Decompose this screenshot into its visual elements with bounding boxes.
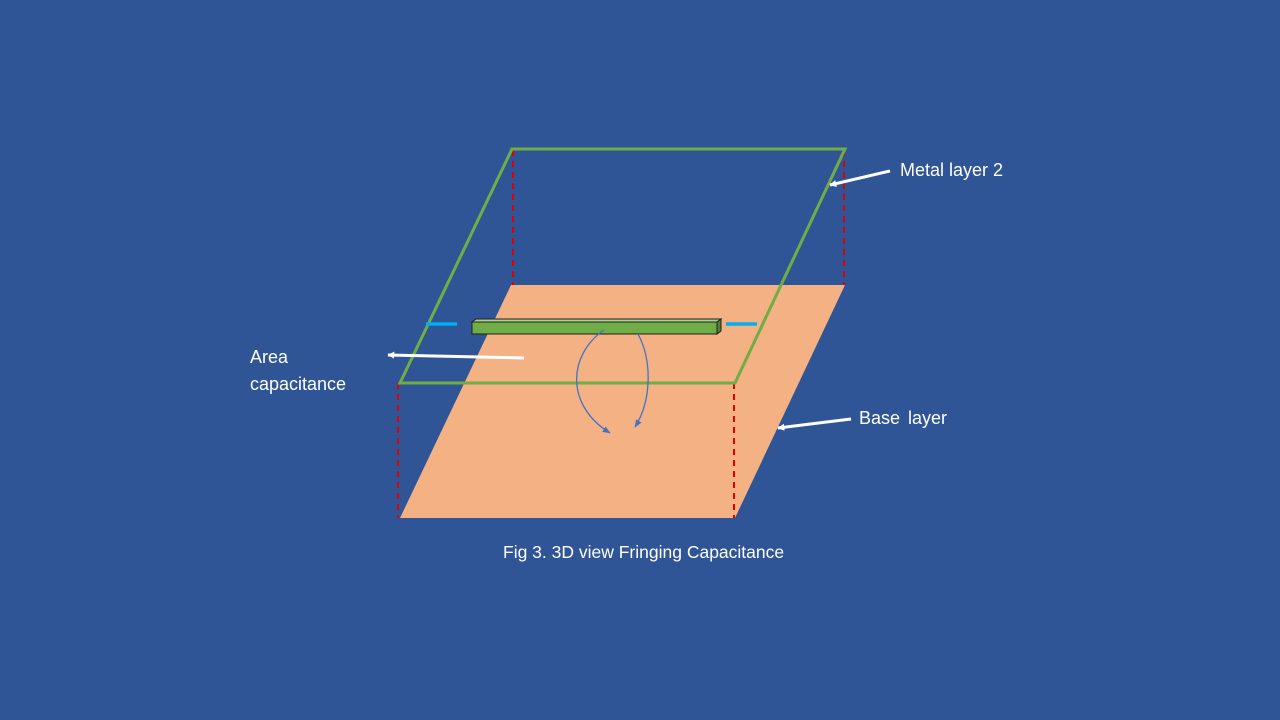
pointer-arrows: [387, 169, 891, 431]
conductor-side-face: [716, 318, 722, 335]
metal-layer-pointer-arrow: [829, 169, 891, 187]
base-layer-pointer-arrow: [777, 417, 852, 431]
base-layer-plane: [400, 285, 845, 518]
area-capacitance-pointer-arrow: [387, 351, 525, 360]
base-layer-label: Base layer: [859, 408, 948, 428]
figure-caption: Fig 3. 3D view Fringing Capacitance: [503, 542, 785, 562]
area-capacitance-label: Area capacitance: [250, 344, 346, 398]
metal-layer-2-label: Metal layer 2: [900, 160, 1004, 180]
field-arrow-inner: [634, 333, 649, 428]
field-arrows: [576, 329, 649, 434]
field-arrow-outer: [576, 329, 611, 434]
area-capacitance-label-line2: capacitance: [250, 374, 347, 394]
projection-lines: [397, 150, 845, 518]
area-capacitance-label-line1: Area: [250, 347, 289, 367]
metal-layer-2-plane: [397, 147, 848, 385]
conductor-bar: [470, 318, 723, 335]
conductor-front-face: [471, 321, 718, 335]
